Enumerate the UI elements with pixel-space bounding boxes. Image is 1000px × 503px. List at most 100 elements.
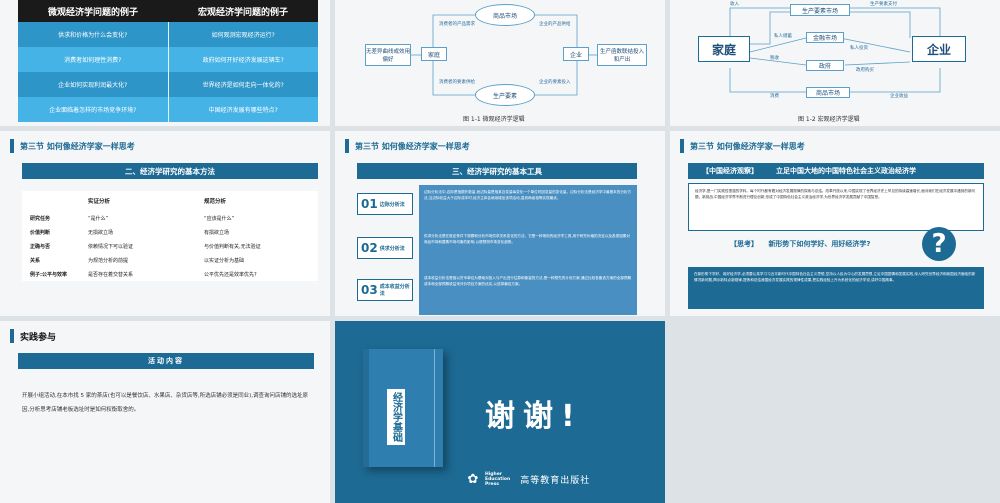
publisher-logo: ✿ Higher Education Press 高等教育出版社 — [465, 471, 590, 487]
thanks-text: 谢谢! — [485, 399, 583, 434]
slide-micro-logic[interactable]: 商品市场 生产要素 家庭 企业 无差异曲线或效用偏好 生产函数联结投入和产出 消… — [335, 0, 665, 126]
label-firm-income: 企业收益 — [890, 94, 908, 99]
cell: 以实证分析为基础 — [204, 257, 245, 264]
cell: 例子:公平与效率 — [30, 271, 68, 278]
government-node: 政府 — [806, 60, 844, 71]
answer-paragraph: 在新形势下学好、用好经济学,必须要认真学习习近平新时代中国特色社会主义思想,坚持… — [688, 267, 984, 309]
cell: 如何观测宏观经济运行? — [168, 22, 318, 47]
slide-micro-macro-table[interactable]: 微观经济学问题的例子 宏观经济学问题的例子 供求和价格为什么会变化?如何观测宏观… — [0, 0, 330, 126]
slide-thanks[interactable]: 经济学基础 谢谢! ✿ Higher Education Press 高等教育出… — [335, 321, 665, 503]
table-row: 消费者如何理性消费?政府如何开好经济发展这辆车? — [18, 47, 318, 72]
banner: 三、经济学研究的基本工具 — [357, 163, 637, 179]
cell: 政府如何开好经济发展这辆车? — [168, 47, 318, 72]
method-name: 供求分析法 — [379, 245, 405, 252]
method-text: 边际分析法中,边际是指额外数量,而边际量是指某自变量每变化一个单位时因变量的变化… — [419, 185, 637, 229]
section-title: 第三节 如何像经济学家一样思考 — [690, 141, 805, 151]
cell: “是什么” — [88, 215, 109, 222]
goods-market-node: 商品市场 — [806, 87, 850, 98]
label-gov-purchase: 政府购买 — [856, 68, 874, 73]
think-question: 【思考】 新形势下如何学好、用好经济学? — [730, 239, 871, 249]
publisher-en-line: Education — [485, 476, 511, 482]
table-row: 研究任务“是什么”“应该是什么” — [22, 211, 318, 225]
method-name: 边际分析法 — [379, 201, 405, 208]
question-mark-icon: ? — [922, 227, 956, 261]
cell: 正确与否 — [30, 243, 51, 250]
slide-research-methods[interactable]: 第三节 如何像经济学家一样思考 二、经济学研究的基本方法 实证分析 规范分析 研… — [0, 131, 330, 316]
section-header: 第三节 如何像经济学家一样思考 — [345, 139, 470, 153]
section-header: 第三节 如何像经济学家一样思考 — [680, 139, 805, 153]
table-header: 实证分析 规范分析 — [22, 191, 318, 211]
cell: 供求和价格为什么会变化? — [18, 22, 169, 47]
table-row: 企业如何实现利润最大化?世界经济是如何走向一体化的? — [18, 72, 318, 97]
section-title: 第三节 如何像经济学家一样思考 — [355, 141, 470, 151]
observation-title: 立足中国大地的中国特色社会主义政治经济学 — [776, 167, 916, 175]
methods-table: 实证分析 规范分析 研究任务“是什么”“应该是什么” 价值判断无损欲立场有损欲立… — [22, 191, 318, 281]
label-factor-input: 企业的要素投入 — [539, 80, 571, 85]
slide-china-observation[interactable]: 第三节 如何像经济学家一样思考 【中国经济观察】 立足中国大地的中国特色社会主义… — [670, 131, 1000, 316]
cell: 企业如何实现利润最大化? — [18, 72, 169, 97]
method-number: 03 — [361, 283, 378, 297]
label-factor-supply: 消费者的要素供给 — [439, 80, 475, 85]
figure-caption: 图 1-1 微观经济学逻辑 — [463, 116, 525, 123]
activity-body: 开展小组活动,在本市找 5 家的茶店(也可以是餐饮店、水果店、杂货店等,所选店铺… — [22, 393, 309, 413]
think-tag: 【思考】 — [730, 240, 758, 248]
table-row: 价值判断无损欲立场有损欲立场 — [22, 225, 318, 239]
practice-header: 实践参与 — [10, 329, 56, 343]
cell: 实证分析 — [88, 199, 111, 205]
observation-paragraph: 经济学,是一门实践性很强的学科。每个时代都有着对经济发展规律的探索与总结。改革开… — [688, 183, 984, 231]
method-text: 供求分析法是在既定条件下观察和分析市场供求关系变化的方法。它是一种常用的经济学工… — [419, 229, 637, 273]
activity-banner: 活动内容 — [18, 353, 314, 369]
publisher-en: Higher Education Press — [485, 472, 510, 487]
book-title: 经济学基础 — [387, 389, 405, 445]
book-cover: 经济学基础 — [363, 349, 443, 467]
label-income: 收入 — [730, 2, 739, 7]
header-micro: 微观经济学问题的例子 — [47, 7, 138, 18]
slide-macro-logic[interactable]: 家庭 企业 生产要素市场 金融市场 政府 商品市场 收入 生产要素支付 私人储蓄… — [670, 0, 1000, 126]
cell: 中国经济发展有哪些特点? — [168, 97, 318, 122]
cell: 规范分析 — [204, 199, 227, 205]
banner: 二、经济学研究的基本方法 — [22, 163, 318, 179]
household-node: 家庭 — [421, 47, 447, 61]
cell: 无损欲立场 — [88, 229, 114, 236]
table-row: 企业面临着怎样的市场竞争环境?中国经济发展有哪些特点? — [18, 97, 318, 122]
finance-market-node: 金融市场 — [806, 32, 844, 43]
table-row: 例子:公平与效率是否存在着交替关系公平优先还是效率优先? — [22, 267, 318, 281]
firm-node: 企业 — [912, 36, 966, 62]
label-product-supply: 企业的产品供给 — [539, 22, 571, 27]
method-number: 01 — [361, 197, 378, 211]
goods-market-node: 商品市场 — [475, 4, 535, 26]
table-row: 正确与否依赖情况下可以验证与价值判断有关,无法验证 — [22, 239, 318, 253]
method-number: 02 — [361, 241, 378, 255]
label-private-invest: 私人投资 — [850, 46, 868, 51]
examples-table: 微观经济学问题的例子 宏观经济学问题的例子 供求和价格为什么会变化?如何观测宏观… — [18, 0, 318, 122]
cell: 企业面临着怎样的市场竞争环境? — [18, 97, 169, 122]
table-row: 关系为规范分析的前提以实证分析为基础 — [22, 253, 318, 267]
cell: 关系 — [30, 257, 41, 264]
label-consume: 消费 — [770, 94, 779, 99]
label-product-demand: 消费者的产品需求 — [439, 22, 475, 27]
factor-market-node: 生产要素市场 — [790, 4, 850, 16]
slide-practice[interactable]: 实践参与 活动内容 开展小组活动,在本市找 5 家的茶店(也可以是餐饮店、水果店… — [0, 321, 330, 503]
utility-note: 无差异曲线或效用偏好 — [365, 44, 411, 66]
cell: 依赖情况下可以验证 — [88, 243, 134, 250]
observation-banner: 【中国经济观察】 立足中国大地的中国特色社会主义政治经济学 — [688, 163, 984, 179]
label-private-save: 私人储蓄 — [774, 34, 792, 39]
cell: 公平优先还是效率优先? — [204, 271, 257, 278]
publisher-en-line: Higher — [485, 471, 503, 477]
section-title: 第三节 如何像经济学家一样思考 — [20, 141, 135, 151]
publisher-cn: 高等教育出版社 — [520, 475, 591, 486]
factor-market-node: 生产要素 — [475, 84, 535, 106]
household-node: 家庭 — [698, 36, 750, 62]
observation-tag: 【中国经济观察】 — [702, 167, 758, 175]
table-row: 供求和价格为什么会变化?如何观测宏观经济运行? — [18, 22, 318, 47]
method-name: 成本收益分析法 — [379, 284, 410, 297]
label-factor-pay: 生产要素支付 — [870, 2, 897, 7]
firm-node: 企业 — [563, 47, 589, 61]
figure-caption: 图 1-2 宏观经济学逻辑 — [798, 116, 860, 123]
label-tax: 税收 — [770, 56, 779, 61]
publisher-en-line: Press — [485, 481, 499, 487]
